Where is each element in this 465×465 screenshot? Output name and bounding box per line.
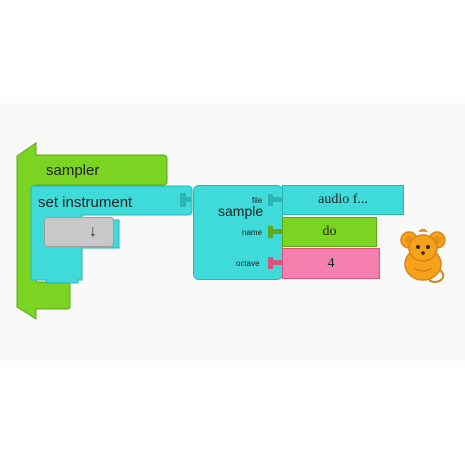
octave-value-block[interactable]: 4 <box>282 248 380 279</box>
sampler-label: sampler <box>46 162 100 179</box>
down-arrow-icon: ↓ <box>89 223 97 240</box>
file-arg-label: file <box>252 196 263 205</box>
octave-value: 4 <box>327 256 335 271</box>
set-instrument-label: set instrument <box>38 194 133 211</box>
octave-arg-label: octave <box>236 259 260 268</box>
file-value: audio f... <box>318 192 368 207</box>
mouse-icon <box>400 228 446 283</box>
sample-label: sample <box>218 203 264 219</box>
name-arg-label: name <box>242 228 263 237</box>
name-value-block[interactable]: do <box>282 217 377 247</box>
name-value: do <box>322 224 337 239</box>
file-value-block[interactable]: audio f... <box>282 185 404 215</box>
empty-slot-block[interactable]: ↓ <box>44 217 114 247</box>
